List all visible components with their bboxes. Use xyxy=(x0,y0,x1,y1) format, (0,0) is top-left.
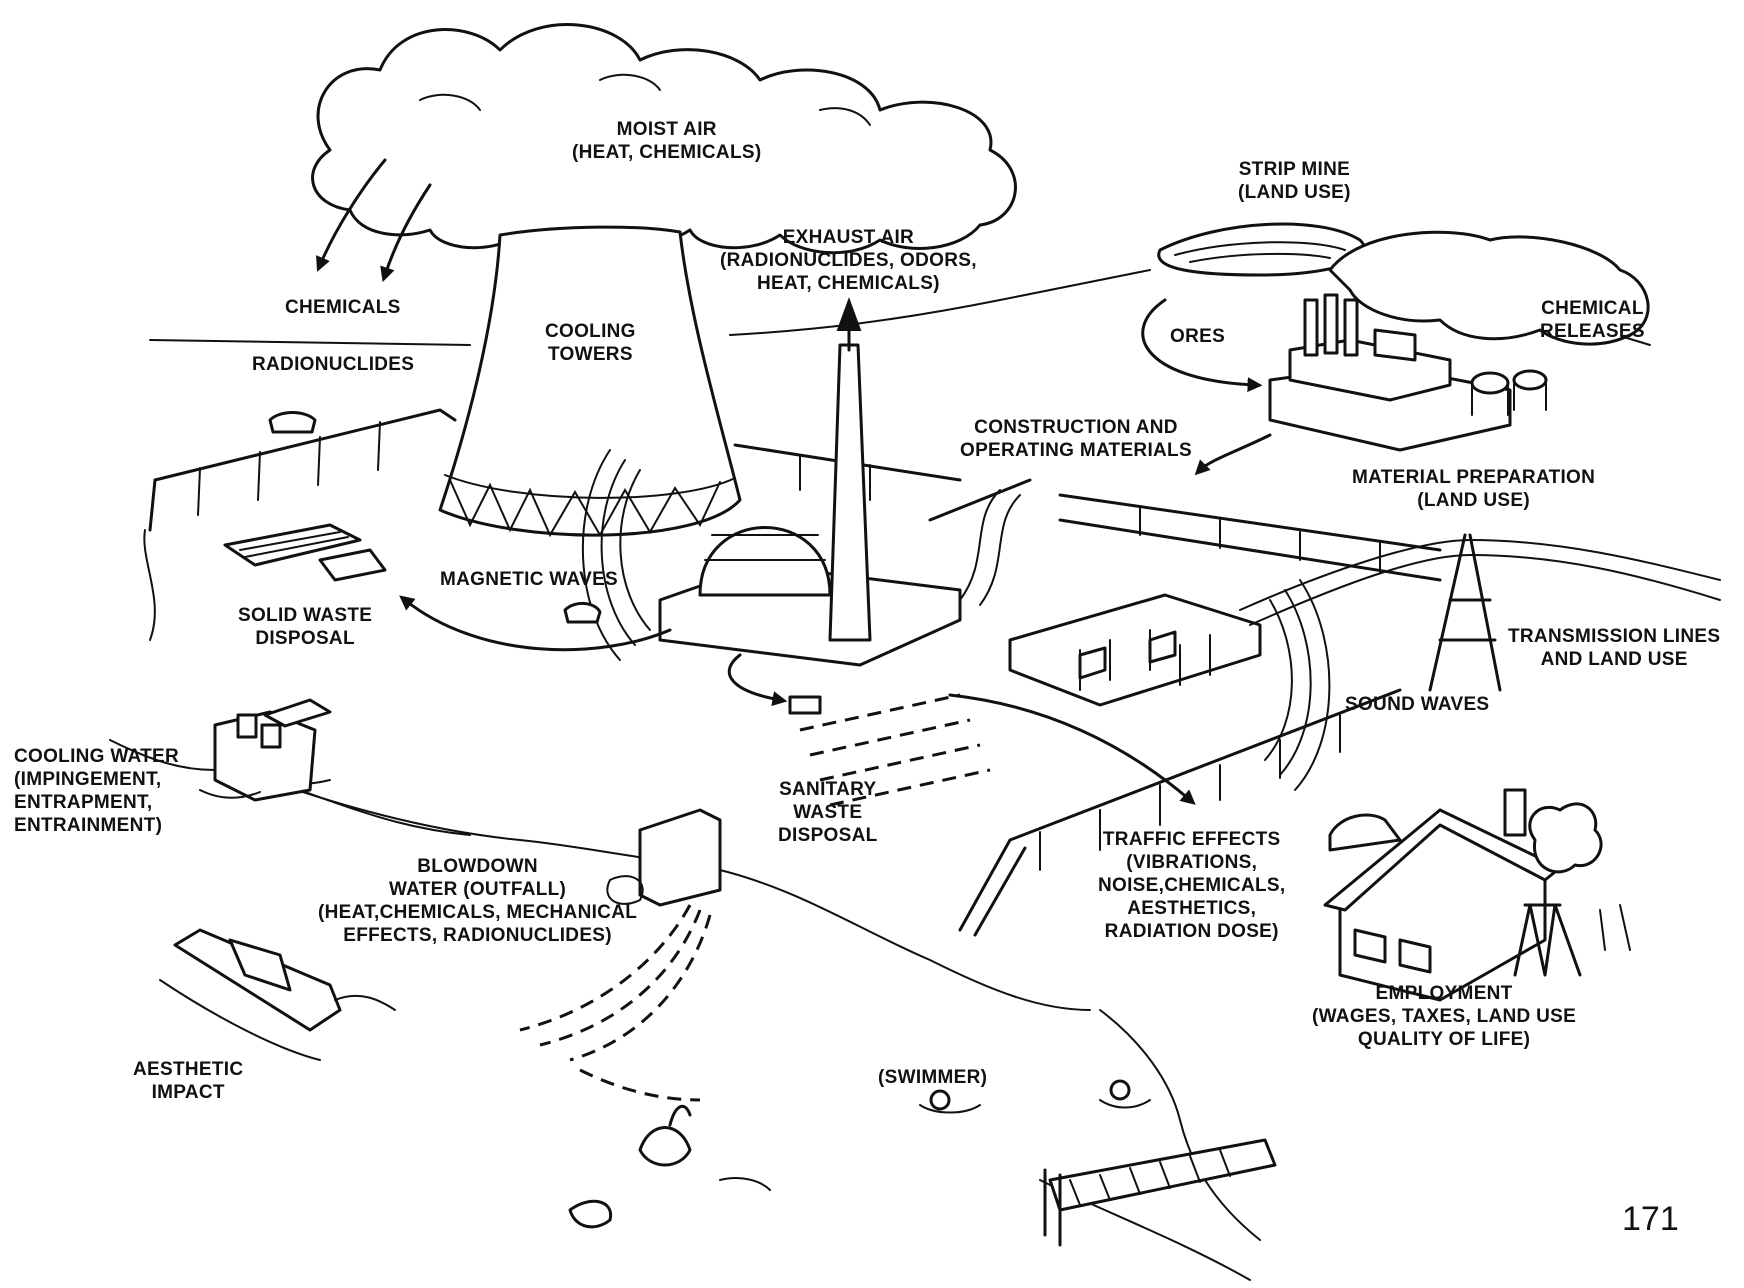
label-magnetic-waves: MAGNETIC WAVES xyxy=(440,568,618,591)
septic-tank xyxy=(790,697,820,713)
label-chemicals: CHEMICALS xyxy=(285,296,401,319)
label-ores: ORES xyxy=(1170,325,1225,348)
solid-waste-arrow xyxy=(405,600,670,650)
access-road xyxy=(960,490,1020,605)
page-number: 171 xyxy=(1622,1200,1679,1239)
car xyxy=(1330,815,1400,850)
label-traffic-effects: TRAFFIC EFFECTS(VIBRATIONS,NOISE,CHEMICA… xyxy=(1098,828,1285,943)
label-exhaust-air: EXHAUST AIR(RADIONUCLIDES, ODORS,HEAT, C… xyxy=(720,226,977,295)
sound-waves xyxy=(1265,580,1329,790)
label-swimmer: (SWIMMER) xyxy=(878,1066,987,1089)
boat xyxy=(160,930,395,1060)
sanitary-drain-arrow xyxy=(729,655,780,700)
construction-materials-arrow xyxy=(1200,435,1270,470)
label-sound-waves: SOUND WAVES xyxy=(1345,693,1489,716)
solid-waste-trailer xyxy=(225,525,385,580)
cooling-water-intake xyxy=(200,700,330,800)
label-material-preparation: MATERIAL PREPARATION(LAND USE) xyxy=(1352,466,1595,512)
pier xyxy=(1045,1140,1275,1245)
cooling-tower xyxy=(440,227,740,535)
label-moist-air: MOIST AIR(HEAT, CHEMICALS) xyxy=(572,118,761,164)
waterfowl xyxy=(570,1106,770,1227)
tree xyxy=(1530,804,1601,872)
label-radionuclides: RADIONUCLIDES xyxy=(252,353,414,376)
label-cooling-water: COOLING WATER(IMPINGEMENT,ENTRAPMENT,ENT… xyxy=(14,745,179,837)
label-strip-mine: STRIP MINE(LAND USE) xyxy=(1238,158,1351,204)
switchyard-enclosure xyxy=(1010,595,1260,705)
